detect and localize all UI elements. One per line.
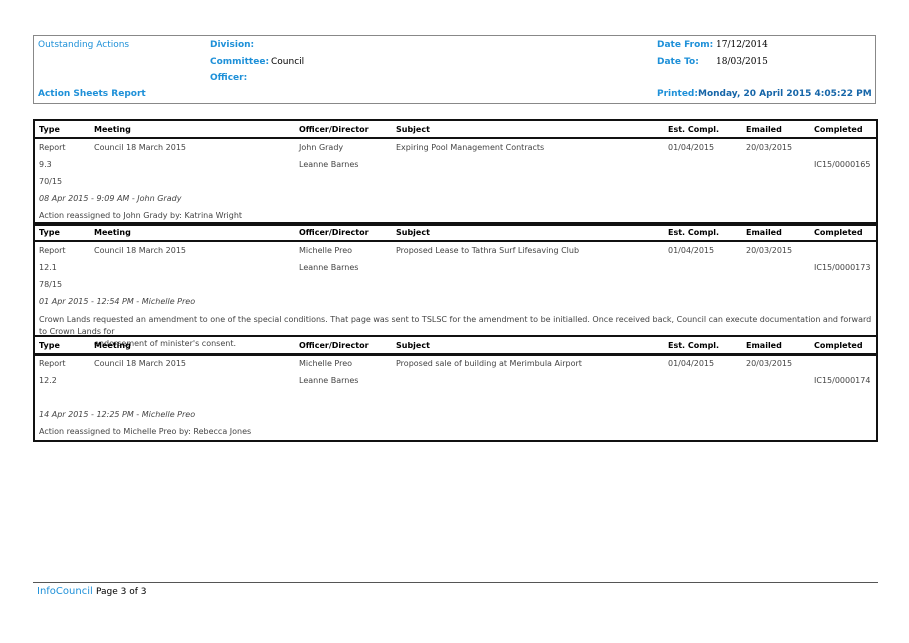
column-header: Officer/Director bbox=[299, 228, 369, 237]
page-footer: InfoCouncil Page 3 of 3 bbox=[33, 582, 878, 597]
column-header-row: Type Meeting Officer/Director Subject Est. C… bbox=[35, 337, 876, 355]
column-header-row: Type Meeting Officer/Director Subject Est. C… bbox=[35, 121, 876, 139]
column-header: Subject bbox=[396, 125, 430, 134]
column-header: Completed bbox=[814, 341, 863, 350]
column-header: Type bbox=[39, 228, 60, 237]
cell-subject: Proposed Lease to Tathra Surf Lifesaving… bbox=[396, 246, 580, 255]
column-header: Type bbox=[39, 341, 60, 350]
column-header: Meeting bbox=[94, 228, 131, 237]
note-header: 01 Apr 2015 - 12:54 PM - Michelle Preo bbox=[35, 293, 876, 310]
table-row: Report Council 18 March 2015 Michelle Preo… bbox=[35, 242, 876, 259]
cell-emailed: 20/03/2015 bbox=[746, 359, 793, 368]
table-row: Report Council 18 March 2015 John Grady Exp… bbox=[35, 139, 876, 156]
column-header: Est. Compl. bbox=[668, 228, 720, 237]
cell-type: Report bbox=[39, 246, 66, 255]
cell-meeting: Council 18 March 2015 bbox=[94, 143, 187, 152]
column-header: Type bbox=[39, 125, 60, 134]
column-header: Emailed bbox=[746, 125, 782, 134]
cell-director: Leanne Barnes bbox=[299, 376, 359, 385]
date-from: 17/12/2014 bbox=[716, 40, 768, 50]
cell-emailed: 20/03/2015 bbox=[746, 143, 793, 152]
column-header: Subject bbox=[396, 228, 430, 237]
cell-est: 01/04/2015 bbox=[668, 246, 715, 255]
column-header: Completed bbox=[814, 228, 863, 237]
cell-type: Report bbox=[39, 143, 66, 152]
note-text: Action reassigned to Michelle Preo by: R… bbox=[39, 427, 252, 436]
note-header-text: 01 Apr 2015 - 12:54 PM - Michelle Preo bbox=[39, 297, 196, 306]
printed-value: Monday, 20 April 2015 4:05:22 PM bbox=[698, 89, 872, 99]
date-from-label: Date From: bbox=[657, 40, 714, 50]
column-header: Meeting bbox=[94, 341, 131, 350]
report-header: Outstanding Actions Action Sheets Report… bbox=[33, 35, 876, 104]
table-row bbox=[35, 389, 876, 406]
page-number: Page 3 of 3 bbox=[96, 587, 147, 597]
note-header-text: 08 Apr 2015 - 9:09 AM - John Grady bbox=[39, 194, 182, 203]
column-header-row: Type Meeting Officer/Director Subject Est. C… bbox=[35, 224, 876, 242]
date-to: 18/03/2015 bbox=[716, 57, 768, 67]
left-title: Outstanding Actions bbox=[38, 40, 130, 50]
note-text: Crown Lands requested an amendment to on… bbox=[39, 315, 872, 336]
note-body: Action reassigned to Michelle Preo by: R… bbox=[35, 423, 876, 440]
column-header: Completed bbox=[814, 125, 863, 134]
table-row: 70/15 bbox=[35, 173, 876, 190]
committee-value: Council bbox=[271, 57, 305, 67]
note-text: Action reassigned to John Grady by: Katr… bbox=[39, 211, 243, 220]
cell-meeting: Council 18 March 2015 bbox=[94, 246, 187, 255]
cell-item: 12.1 bbox=[39, 263, 57, 272]
cell-resolution: 78/15 bbox=[39, 280, 63, 289]
column-header: Est. Compl. bbox=[668, 341, 720, 350]
report-title: Action Sheets Report bbox=[38, 89, 146, 99]
action-section: Type Meeting Officer/Director Subject Est. C… bbox=[33, 119, 878, 226]
column-header: Officer/Director bbox=[299, 341, 369, 350]
cell-officer: Michelle Preo bbox=[299, 246, 353, 255]
cell-item: 12.2 bbox=[39, 376, 57, 385]
note-header: 08 Apr 2015 - 9:09 AM - John Grady bbox=[35, 190, 876, 207]
note-body: Crown Lands requested an amendment to on… bbox=[35, 310, 876, 354]
cell-est: 01/04/2015 bbox=[668, 359, 715, 368]
cell-resolution: 70/15 bbox=[39, 177, 63, 186]
table-row: 12.2 Leanne Barnes IC15/0000174 bbox=[35, 372, 876, 389]
note-header: 14 Apr 2015 - 12:25 PM - Michelle Preo bbox=[35, 406, 876, 423]
cell-completed: IC15/0000174 bbox=[814, 376, 871, 385]
cell-subject: Proposed sale of building at Merimbula A… bbox=[396, 359, 582, 368]
cell-item: 9.3 bbox=[39, 160, 52, 169]
note-text-cont: endorsement of minister's consent. bbox=[94, 339, 236, 348]
cell-completed: IC15/0000173 bbox=[814, 263, 871, 272]
officer-label: Officer: bbox=[210, 73, 248, 83]
printed-label: Printed: bbox=[657, 89, 698, 99]
cell-emailed: 20/03/2015 bbox=[746, 246, 793, 255]
cell-est: 01/04/2015 bbox=[668, 143, 715, 152]
table-row: 12.1 Leanne Barnes IC15/0000173 bbox=[35, 259, 876, 276]
cell-officer: John Grady bbox=[299, 143, 344, 152]
column-header: Meeting bbox=[94, 125, 131, 134]
note-body: Action reassigned to John Grady by: Katr… bbox=[35, 207, 876, 224]
column-header: Officer/Director bbox=[299, 125, 369, 134]
column-header: Subject bbox=[396, 341, 430, 350]
cell-completed: IC15/0000165 bbox=[814, 160, 871, 169]
cell-director: Leanne Barnes bbox=[299, 160, 359, 169]
division-label: Division: bbox=[210, 40, 255, 50]
column-header: Emailed bbox=[746, 341, 782, 350]
action-section: Type Meeting Officer/Director Subject Est. C… bbox=[33, 335, 878, 442]
cell-meeting: Council 18 March 2015 bbox=[94, 359, 187, 368]
column-header: Est. Compl. bbox=[668, 125, 720, 134]
note-header-text: 14 Apr 2015 - 12:25 PM - Michelle Preo bbox=[39, 410, 196, 419]
brand: InfoCouncil bbox=[37, 586, 93, 597]
table-row: 78/15 bbox=[35, 276, 876, 293]
cell-director: Leanne Barnes bbox=[299, 263, 359, 272]
table-row: 9.3 Leanne Barnes IC15/0000165 bbox=[35, 156, 876, 173]
cell-subject: Expiring Pool Management Contracts bbox=[396, 143, 545, 152]
committee-label: Committee: bbox=[210, 57, 270, 67]
column-header: Emailed bbox=[746, 228, 782, 237]
date-to-label: Date To: bbox=[657, 57, 699, 67]
table-row: Report Council 18 March 2015 Michelle Preo… bbox=[35, 355, 876, 372]
cell-type: Report bbox=[39, 359, 66, 368]
cell-officer: Michelle Preo bbox=[299, 359, 353, 368]
